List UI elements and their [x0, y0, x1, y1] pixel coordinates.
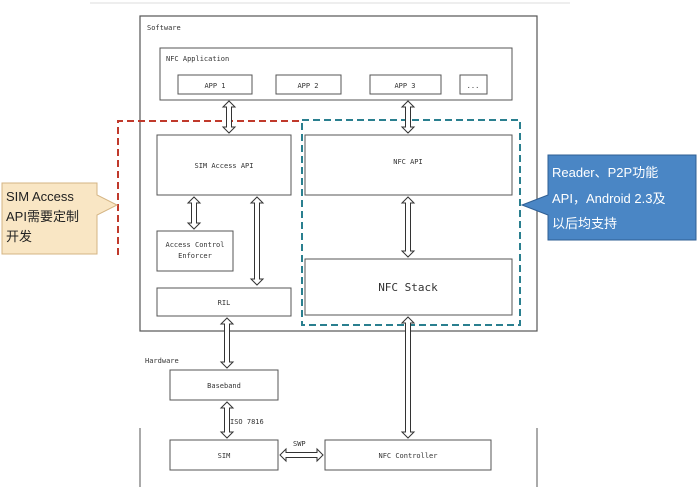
software-box: [139, 15, 538, 332]
app-3-label: APP 3: [394, 82, 415, 90]
right-callout-shape: [520, 154, 697, 241]
right-callout-line3: 以后均支持: [552, 216, 617, 231]
arrow-app1-to-sim-access-api: [221, 100, 237, 134]
sim-label: SIM: [218, 452, 231, 460]
arrow-sim-access-api-to-access-control: [186, 196, 202, 230]
app-3-box: [369, 74, 442, 95]
app-1-box: [177, 74, 253, 95]
ril-label: RIL: [218, 299, 231, 307]
nfc-stack-label: NFC Stack: [378, 281, 438, 294]
baseband-box: [169, 369, 279, 401]
connector-arrows: [186, 100, 416, 463]
nfc-controller-label: NFC Controller: [378, 452, 437, 460]
sim-region-dashed-outline: [117, 120, 300, 255]
left-callout-line1: SIM Access: [6, 189, 74, 204]
baseband-label: Baseband: [207, 382, 241, 390]
right-callout-text: Reader、P2P功能 API，Android 2.3及 以后均支持: [552, 165, 669, 231]
access-control-enforcer-box: [156, 230, 234, 272]
app-more-label: ...: [467, 82, 480, 90]
arrow-baseband-to-sim: [219, 401, 235, 439]
arrow-nfc-stack-to-nfc-controller: [400, 316, 416, 439]
nfc-api-label: NFC API: [393, 158, 423, 166]
app-more-box: [459, 74, 488, 95]
sim-box: [169, 439, 279, 471]
app-2-label: APP 2: [297, 82, 318, 90]
arrow-sim-access-api-to-ril: [249, 196, 265, 286]
arrow-nfc-api-to-nfc-stack: [400, 196, 416, 258]
arrow-app3-to-nfc-api: [400, 100, 416, 134]
nfc-api-box: [304, 134, 513, 196]
nfc-controller-box: [324, 439, 492, 471]
app-2-box: [275, 74, 342, 95]
nfc-stack-box: [304, 258, 513, 316]
right-callout-line2: API，Android 2.3及: [552, 191, 665, 206]
hardware-label: Hardware: [145, 357, 179, 365]
app-1-label: APP 1: [204, 82, 225, 90]
right-callout-line1: Reader、P2P功能: [552, 165, 658, 180]
ril-box: [156, 287, 292, 317]
swp-label: SWP: [293, 440, 306, 448]
left-callout-line3: 开发: [6, 229, 32, 244]
left-callout-text: SIM Access API需要定制 开发: [6, 189, 83, 244]
arrow-sim-to-nfc-controller-swp: [279, 447, 324, 463]
nfc-application-label: NFC Application: [166, 55, 229, 63]
arrow-ril-to-baseband: [219, 317, 235, 369]
sim-access-api-box: [156, 134, 292, 196]
nfc-application-box: [159, 47, 513, 101]
left-callout-line2: API需要定制: [6, 209, 79, 224]
access-control-label-line1: Access Control: [165, 241, 224, 249]
software-label: Software: [147, 24, 181, 32]
left-callout-shape: [1, 182, 119, 255]
access-control-label-line2: Enforcer: [178, 252, 212, 260]
sim-access-api-label: SIM Access API: [194, 162, 253, 170]
iso-7816-label: ISO 7816: [230, 418, 264, 426]
